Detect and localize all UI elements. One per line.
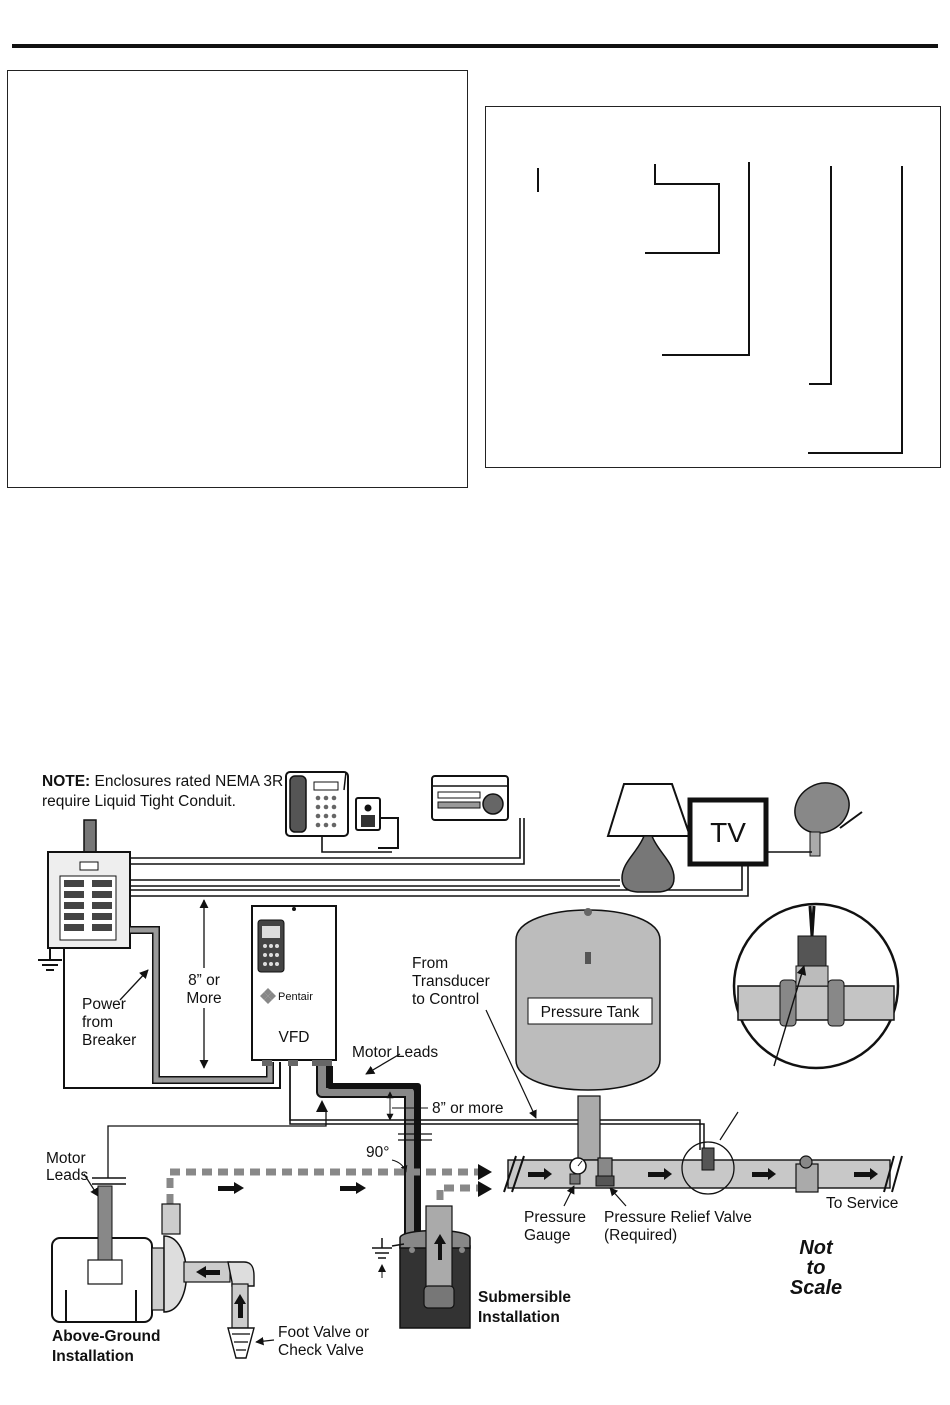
svg-text:More: More	[186, 990, 221, 1007]
transducer-detail-icon	[732, 902, 900, 1070]
header-rule	[12, 44, 938, 48]
telephone-icon	[285, 771, 349, 837]
svg-text:Power: Power	[82, 996, 126, 1013]
svg-text:Transducer: Transducer	[412, 973, 490, 990]
transducer-icon	[681, 1111, 739, 1195]
svg-text:Pressure: Pressure	[524, 1209, 586, 1226]
svg-text:Gauge: Gauge	[524, 1227, 571, 1244]
svg-text:Breaker: Breaker	[82, 1032, 136, 1049]
svg-text:90°: 90°	[366, 1144, 389, 1161]
svg-text:Pressure Tank: Pressure Tank	[541, 1004, 640, 1021]
svg-text:TV: TV	[710, 817, 746, 848]
svg-text:Installation: Installation	[52, 1348, 134, 1365]
svg-text:Pentair: Pentair	[278, 991, 313, 1003]
model-code-brackets	[537, 162, 903, 454]
note-line-2: require Liquid Tight Conduit.	[42, 793, 236, 810]
svg-text:Submersible: Submersible	[478, 1289, 571, 1306]
svg-text:To Service: To Service	[826, 1195, 898, 1212]
svg-text:Scale: Scale	[790, 1277, 842, 1299]
radio-icon	[431, 775, 509, 821]
pressure-gauge-icon	[569, 1157, 587, 1185]
satellite-dish-icon	[766, 782, 863, 857]
bracket-line-5	[808, 166, 903, 454]
installation-diagram: NOTE: Enclosures rated NEMA 3R require L…	[38, 771, 903, 1365]
ground-icon	[38, 948, 62, 971]
bracket-line-2	[645, 164, 720, 254]
svg-text:8” or more: 8” or more	[432, 1100, 504, 1117]
svg-text:Above-Ground: Above-Ground	[52, 1328, 161, 1345]
svg-text:From: From	[412, 955, 448, 972]
tv-icon: TV	[687, 797, 769, 867]
pressure-relief-valve-icon	[595, 1157, 615, 1187]
gate-valve-icon	[795, 1155, 819, 1193]
svg-text:Check Valve: Check Valve	[278, 1342, 364, 1359]
breaker-panel-icon	[47, 819, 131, 949]
svg-text:(Required): (Required)	[604, 1227, 677, 1244]
svg-text:Installation: Installation	[478, 1309, 560, 1326]
svg-text:to: to	[807, 1257, 826, 1279]
svg-text:to Control: to Control	[412, 991, 479, 1008]
svg-text:Motor: Motor	[46, 1150, 86, 1167]
note-line-1: NOTE: Enclosures rated NEMA 3R	[42, 773, 283, 790]
bracket-line-4	[809, 166, 832, 385]
svg-text:8” or: 8” or	[188, 972, 220, 989]
bracket-line-3	[662, 162, 750, 356]
left-content-box	[7, 70, 468, 488]
svg-text:Foot Valve or: Foot Valve or	[278, 1324, 369, 1341]
svg-text:Not: Not	[799, 1237, 834, 1259]
svg-text:Leads: Leads	[46, 1167, 88, 1184]
svg-text:Pressure Relief Valve: Pressure Relief Valve	[604, 1209, 752, 1226]
right-content-box	[485, 106, 941, 468]
vfd-unit: Pentair VFD	[251, 905, 337, 1066]
lamp-icon	[606, 783, 692, 893]
svg-text:Motor Leads: Motor Leads	[352, 1044, 438, 1061]
svg-text:from: from	[82, 1014, 113, 1031]
svg-text:VFD: VFD	[279, 1029, 310, 1046]
wall-outlet-icon	[355, 797, 399, 849]
pressure-tank: Pressure Tank	[515, 908, 661, 1161]
